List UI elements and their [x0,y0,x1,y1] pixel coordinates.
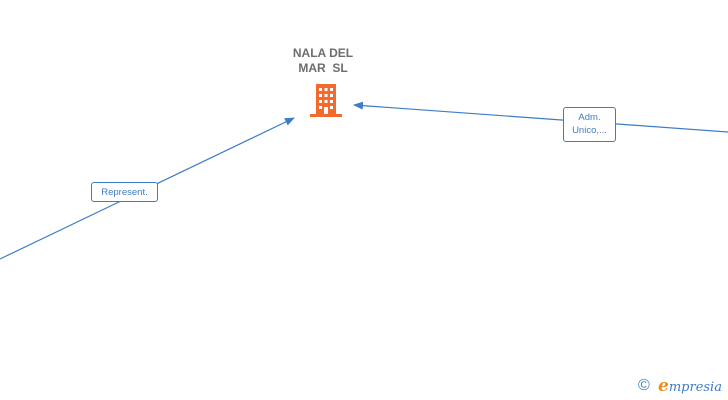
company-node-label[interactable]: NALA DEL MAR SL [273,46,373,76]
brand-logo[interactable]: empresia [658,376,722,398]
relation-label-text-line2: Unico,... [572,125,607,136]
relation-label-text-line1: Adm. [578,112,601,123]
copyright-icon: © [638,377,650,394]
company-name-line1: NALA DEL [292,46,354,60]
edge-adm-unico [353,101,728,133]
brand-logo-initial: e [658,376,669,396]
relation-label-adm-unico[interactable]: Adm. Unico,... [563,107,616,142]
building-icon[interactable] [308,82,344,118]
brand-logo-text: mpresia [668,380,722,395]
company-name-line2: MAR SL [298,61,348,75]
footer-brand: © empresia [638,375,728,397]
relation-label-text: Represent. [101,187,148,198]
relation-label-represent[interactable]: Represent. [91,182,158,202]
